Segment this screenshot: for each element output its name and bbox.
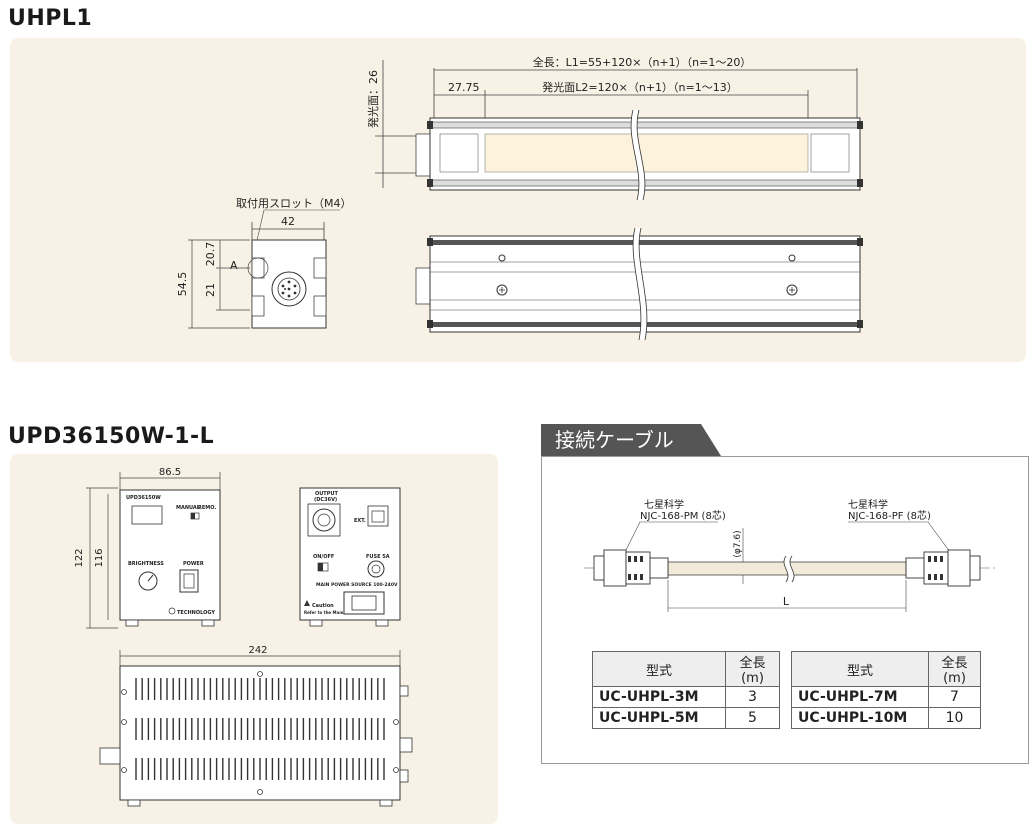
model-cell: UC-UHPL-10M <box>791 707 929 729</box>
upd-rear-caution-sub: Refer to the Manual <box>304 610 350 615</box>
cable-left-connector <box>593 549 669 587</box>
uhpl-h-lower: 21 <box>204 283 217 297</box>
upd-rear-output: OUTPUT <box>315 491 338 497</box>
upd-side-view: 242 <box>99 645 413 807</box>
table-header: 全長(m) <box>725 651 780 687</box>
table-row: UC-UHPL-7M 7 <box>791 686 981 708</box>
cable-length: L <box>783 595 790 608</box>
length-cell: 5 <box>725 707 780 729</box>
table-header: 型式 <box>592 651 726 687</box>
cable-table-right: 型式 全長(m) UC-UHPL-7M 7 UC-UHPL-10M 10 <box>791 651 981 729</box>
upd-title: UPD36150W-1-L <box>8 424 215 449</box>
cable-diameter: (φ7.6) <box>733 530 743 557</box>
cable-section-tag: 接続ケーブル <box>541 424 721 456</box>
upd-side-length: 242 <box>248 645 267 656</box>
cable-table-left: 型式 全長(m) UC-UHPL-3M 3 UC-UHPL-5M 5 <box>592 651 780 729</box>
length-cell: 3 <box>725 686 780 708</box>
uhpl-detail-a: A <box>230 259 238 272</box>
upd-front-brightness: BRIGHTNESS <box>128 561 164 567</box>
upd-rear-ext: EXT. <box>354 518 366 524</box>
upd-front-width: 86.5 <box>159 467 181 478</box>
upd-front-remote: REMO. <box>198 505 216 511</box>
upd-rear-caution: Caution <box>312 603 334 609</box>
table-row: UC-UHPL-3M 3 <box>592 686 780 708</box>
table-header: 全長(m) <box>928 651 981 687</box>
uhpl-h-total: 54.5 <box>176 272 189 297</box>
upd-front-model: UPD36150W <box>126 495 161 501</box>
length-cell: 7 <box>928 686 981 708</box>
length-cell: 10 <box>928 707 981 729</box>
uhpl-light-length: 発光面L2=120×（n+1）（n=1～13） <box>542 80 737 94</box>
uhpl-offset: 27.75 <box>448 81 480 94</box>
upd-rear-fuse: FUSE 5A <box>366 554 390 560</box>
table-header: 型式 <box>791 651 929 687</box>
model-cell: UC-UHPL-7M <box>791 686 929 708</box>
uhpl-h-upper: 20.7 <box>204 242 217 267</box>
upd-rear-output-sub: (DC36V) <box>314 497 337 503</box>
uhpl-top-view <box>415 109 863 201</box>
model-cell: UC-UHPL-3M <box>592 686 726 708</box>
uhpl-width: 42 <box>281 215 295 228</box>
upd-front-power: POWER <box>183 561 204 567</box>
upd-rear-main: MAIN POWER SOURCE 100-240V <box>316 582 398 588</box>
uhpl-light-height: 発光面：26 <box>366 70 380 128</box>
upd-front-view: 86.5 122 116 UPD36150W MANUAL REMO. BRIG… <box>74 467 221 629</box>
uhpl-end-view: 取付用スロット（M4） 42 A 54.5 20.7 21 <box>176 197 352 329</box>
table-row: UC-UHPL-5M 5 <box>592 707 780 729</box>
cable-right-connector <box>905 549 981 587</box>
upd-front-brand: TECHNOLOGY <box>177 610 215 616</box>
upd-rear-view: OUTPUT (DC36V) EXT. ON/OFF FUSE 5A MAIN … <box>299 487 401 627</box>
uhpl-side-view <box>415 227 863 341</box>
uhpl-total-length: 全長：L1=55+120×（n+1）（n=1～20） <box>533 55 752 69</box>
model-cell: UC-UHPL-5M <box>592 707 726 729</box>
cable-right-maker: 七星科学 <box>848 498 888 511</box>
uhpl-title: UHPL1 <box>8 6 93 31</box>
upd-height-inner: 116 <box>94 548 105 567</box>
upd-rear-onoff: ON/OFF <box>313 554 334 560</box>
upd-height-outer: 122 <box>74 548 85 567</box>
upd-front-manual: MANUAL <box>176 505 201 511</box>
cable-right-part: NJC-168-PF (8芯) <box>848 509 931 522</box>
cable-left-part: NJC-168-PM (8芯) <box>640 509 726 522</box>
uhpl-slot-label: 取付用スロット（M4） <box>236 197 352 210</box>
cable-left-maker: 七星科学 <box>644 498 684 511</box>
table-row: UC-UHPL-10M 10 <box>791 707 981 729</box>
